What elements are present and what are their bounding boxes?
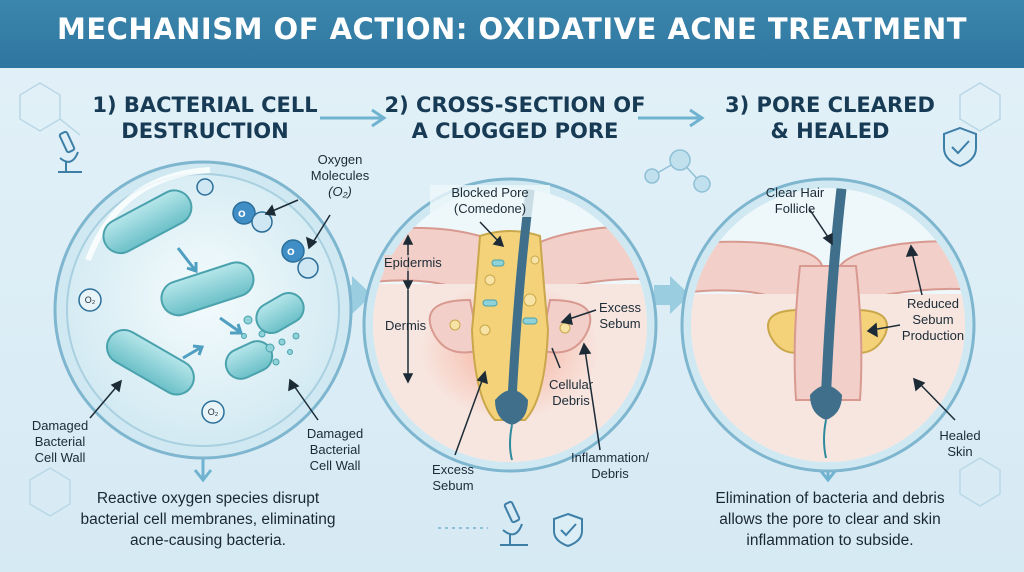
label-line: Bacterial <box>309 442 361 457</box>
shield-check-icon <box>943 126 977 168</box>
description-line: allows the pore to clear and skin <box>719 511 941 528</box>
shield-check-icon <box>553 512 583 548</box>
label-epidermis: Epidermis <box>384 255 454 271</box>
description-line: acne-causing bacteria. <box>130 532 286 549</box>
arrow-right-icon <box>320 108 705 128</box>
svg-text:O: O <box>238 210 246 220</box>
o2-badge: O₂ <box>207 407 219 417</box>
panel-1-title-line1: 1) BACTERIAL CELL <box>92 93 318 117</box>
panel-1-title-line2: DESTRUCTION <box>121 119 289 143</box>
page-title: MECHANISM OF ACTION: OXIDATIVE ACNE TREA… <box>56 12 968 46</box>
label-line: (Comedone) <box>453 201 527 216</box>
label-blocked-pore: Blocked Pore (Comedone) <box>430 185 550 217</box>
label-line: Cell Wall <box>34 450 86 465</box>
label-line: Sebum <box>912 312 954 327</box>
panel-1-dish: OO <box>53 160 353 460</box>
label-damaged-cell-wall-right: Damaged Bacterial Cell Wall <box>285 426 385 474</box>
label-line: Reduced <box>906 296 960 311</box>
panel-3-title-line2: & HEALED <box>770 119 890 143</box>
label-inflammation-debris: Inflammation/ Debris <box>555 450 665 482</box>
label-line: Damaged <box>306 426 364 441</box>
label-line: (O₂) <box>328 184 352 199</box>
label-line: Sebum <box>599 316 641 331</box>
label-line: Cellular <box>548 377 594 392</box>
o2-badge: O₂ <box>84 295 96 305</box>
microscope-icon <box>500 500 528 546</box>
description-line: Elimination of bacteria and debris <box>715 490 945 507</box>
label-healed-skin: Healed Skin <box>925 428 995 460</box>
label-line: Skin <box>947 444 973 459</box>
label-cellular-debris: Cellular Debris <box>536 377 606 409</box>
panel-3-title-line1: 3) PORE CLEARED <box>725 93 935 117</box>
label-reduced-sebum: Reduced Sebum Production <box>893 296 973 344</box>
microscope-icon <box>58 130 82 173</box>
label-line: Cell Wall <box>309 458 361 473</box>
label-clear-hair-follicle: Clear Hair Follicle <box>750 185 840 217</box>
label-line: Damaged <box>31 418 89 433</box>
header-bar <box>0 0 1024 68</box>
label-excess-sebum-bottom: Excess Sebum <box>418 462 488 494</box>
label-line: Healed <box>939 428 981 443</box>
label-dermis: Dermis <box>385 318 427 333</box>
label-line: Follicle <box>774 201 816 216</box>
label-line: Production <box>901 328 965 343</box>
label-excess-sebum-right: Excess Sebum <box>585 300 655 332</box>
description-line: Reactive oxygen species disrupt <box>96 490 320 507</box>
label-line: Sebum <box>432 478 474 493</box>
panel-2-title-line1: 2) CROSS-SECTION OF <box>384 93 646 117</box>
description-line: inflammation to subside. <box>746 532 914 549</box>
label-line: Debris <box>591 466 629 481</box>
panel-1-title: 1) BACTERIAL CELL DESTRUCTION <box>70 92 340 144</box>
label-line: Molecules <box>310 168 370 183</box>
panel-3-title: 3) PORE CLEARED & HEALED <box>705 92 955 144</box>
description-line: bacterial cell membranes, eliminating <box>80 511 336 528</box>
panel-1-description: Reactive oxygen species disrupt bacteria… <box>38 488 378 551</box>
label-line: Excess <box>599 300 641 315</box>
label-line: Inflammation/ <box>570 450 650 465</box>
label-damaged-cell-wall-left: Damaged Bacterial Cell Wall <box>10 418 110 466</box>
label-line: Excess <box>432 462 474 477</box>
panel-3-healed <box>680 177 976 473</box>
panel-2-title: 2) CROSS-SECTION OF A CLOGGED PORE <box>380 92 650 144</box>
label-line: Debris <box>552 393 590 408</box>
panel-2-pore <box>362 177 658 473</box>
panel-3-description: Elimination of bacteria and debris allow… <box>665 488 995 551</box>
label-line: Bacterial <box>34 434 86 449</box>
oxygen-molecule-icon <box>196 178 319 279</box>
label-oxygen-molecules: Oxygen Molecules (O₂) <box>290 152 390 200</box>
label-line: Oxygen <box>317 152 363 167</box>
background-molecule-icon <box>19 82 1001 517</box>
bacterial-debris <box>241 315 300 366</box>
label-line: Blocked Pore <box>451 185 529 200</box>
svg-text:O: O <box>287 248 295 258</box>
bacteria <box>102 189 305 396</box>
label-line: Clear Hair <box>765 185 825 200</box>
panel-2-title-line2: A CLOGGED PORE <box>411 119 619 143</box>
molecule-icon <box>644 149 711 193</box>
